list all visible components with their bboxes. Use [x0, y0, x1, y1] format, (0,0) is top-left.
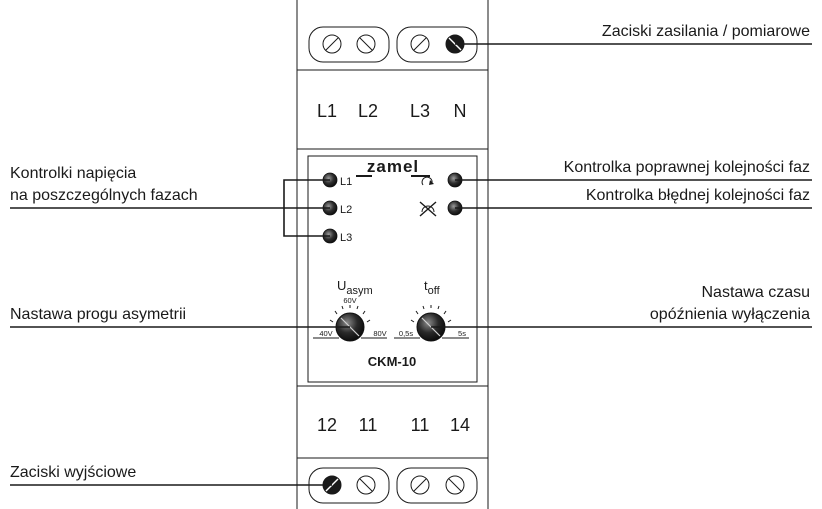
model-label: CKM-10: [368, 354, 416, 369]
asym-scale-ticks: [329, 305, 371, 323]
callout-output-terminals: Zaciski wyjściowe: [10, 464, 136, 481]
brand-logo: zamel: [356, 157, 430, 177]
top-terminal-label: L2: [358, 101, 378, 121]
screw-terminal[interactable]: [410, 34, 430, 54]
asym-knob-group: Uasym 60V 40V 80V: [313, 278, 387, 342]
bottom-terminal-label: 14: [450, 415, 470, 435]
callout-phase-leds-line2: na poszczególnych fazach: [10, 187, 198, 204]
top-terminal-label: L1: [317, 101, 337, 121]
top-terminal-block-left: [308, 26, 390, 63]
brand-text: zamel: [367, 157, 419, 176]
screw-terminal[interactable]: [356, 475, 376, 495]
bottom-terminal-block-right: [396, 467, 478, 504]
asym-knob-name: Uasym: [337, 278, 373, 297]
screw-terminal[interactable]: [410, 475, 430, 495]
screw-terminal[interactable]: [445, 475, 465, 495]
screw-terminal[interactable]: [322, 34, 342, 54]
crossed-rotation-icon: [419, 201, 437, 217]
led-label: L3: [340, 232, 352, 244]
toff-max-label: 5s: [458, 329, 466, 338]
asym-max-label: 80V: [373, 329, 386, 338]
callout-lines: [10, 43, 812, 486]
asym-min-label: 40V: [319, 329, 332, 338]
bottom-terminal-label: 11: [411, 415, 430, 435]
phase-led-l1: L1: [322, 172, 352, 188]
toff-min-label: 0,5s: [399, 329, 413, 338]
toff-scale-ticks: [410, 305, 452, 323]
callout-wrong-sequence: Kontrolka błędnej kolejności faz: [586, 187, 810, 204]
led-label: L1: [340, 176, 352, 188]
callout-asym-threshold: Nastawa progu asymetrii: [10, 306, 186, 323]
top-terminal-label: N: [454, 101, 467, 121]
callout-supply-terminals: Zaciski zasilania / pomiarowe: [602, 23, 810, 40]
toff-knob-group: toff 0,5s 5s: [394, 278, 469, 342]
callout-delay-line1: Nastawa czasu: [702, 284, 811, 301]
rotation-icon: [421, 176, 434, 186]
led-label: L2: [340, 204, 352, 216]
bottom-terminal-label: 11: [359, 415, 378, 435]
callout-phase-leds-line1: Kontrolki napięcia: [10, 165, 136, 182]
asym-mid-label: 60V: [343, 296, 356, 305]
device-housing: [296, 0, 489, 509]
callout-delay-line2: opóźnienia wyłączenia: [650, 306, 810, 323]
screw-terminal[interactable]: [356, 34, 376, 54]
toff-knob-name: toff: [424, 278, 441, 297]
bottom-terminal-label: 12: [317, 415, 337, 435]
callout-correct-sequence: Kontrolka poprawnej kolejności faz: [564, 159, 810, 176]
top-terminal-label: L3: [410, 101, 430, 121]
